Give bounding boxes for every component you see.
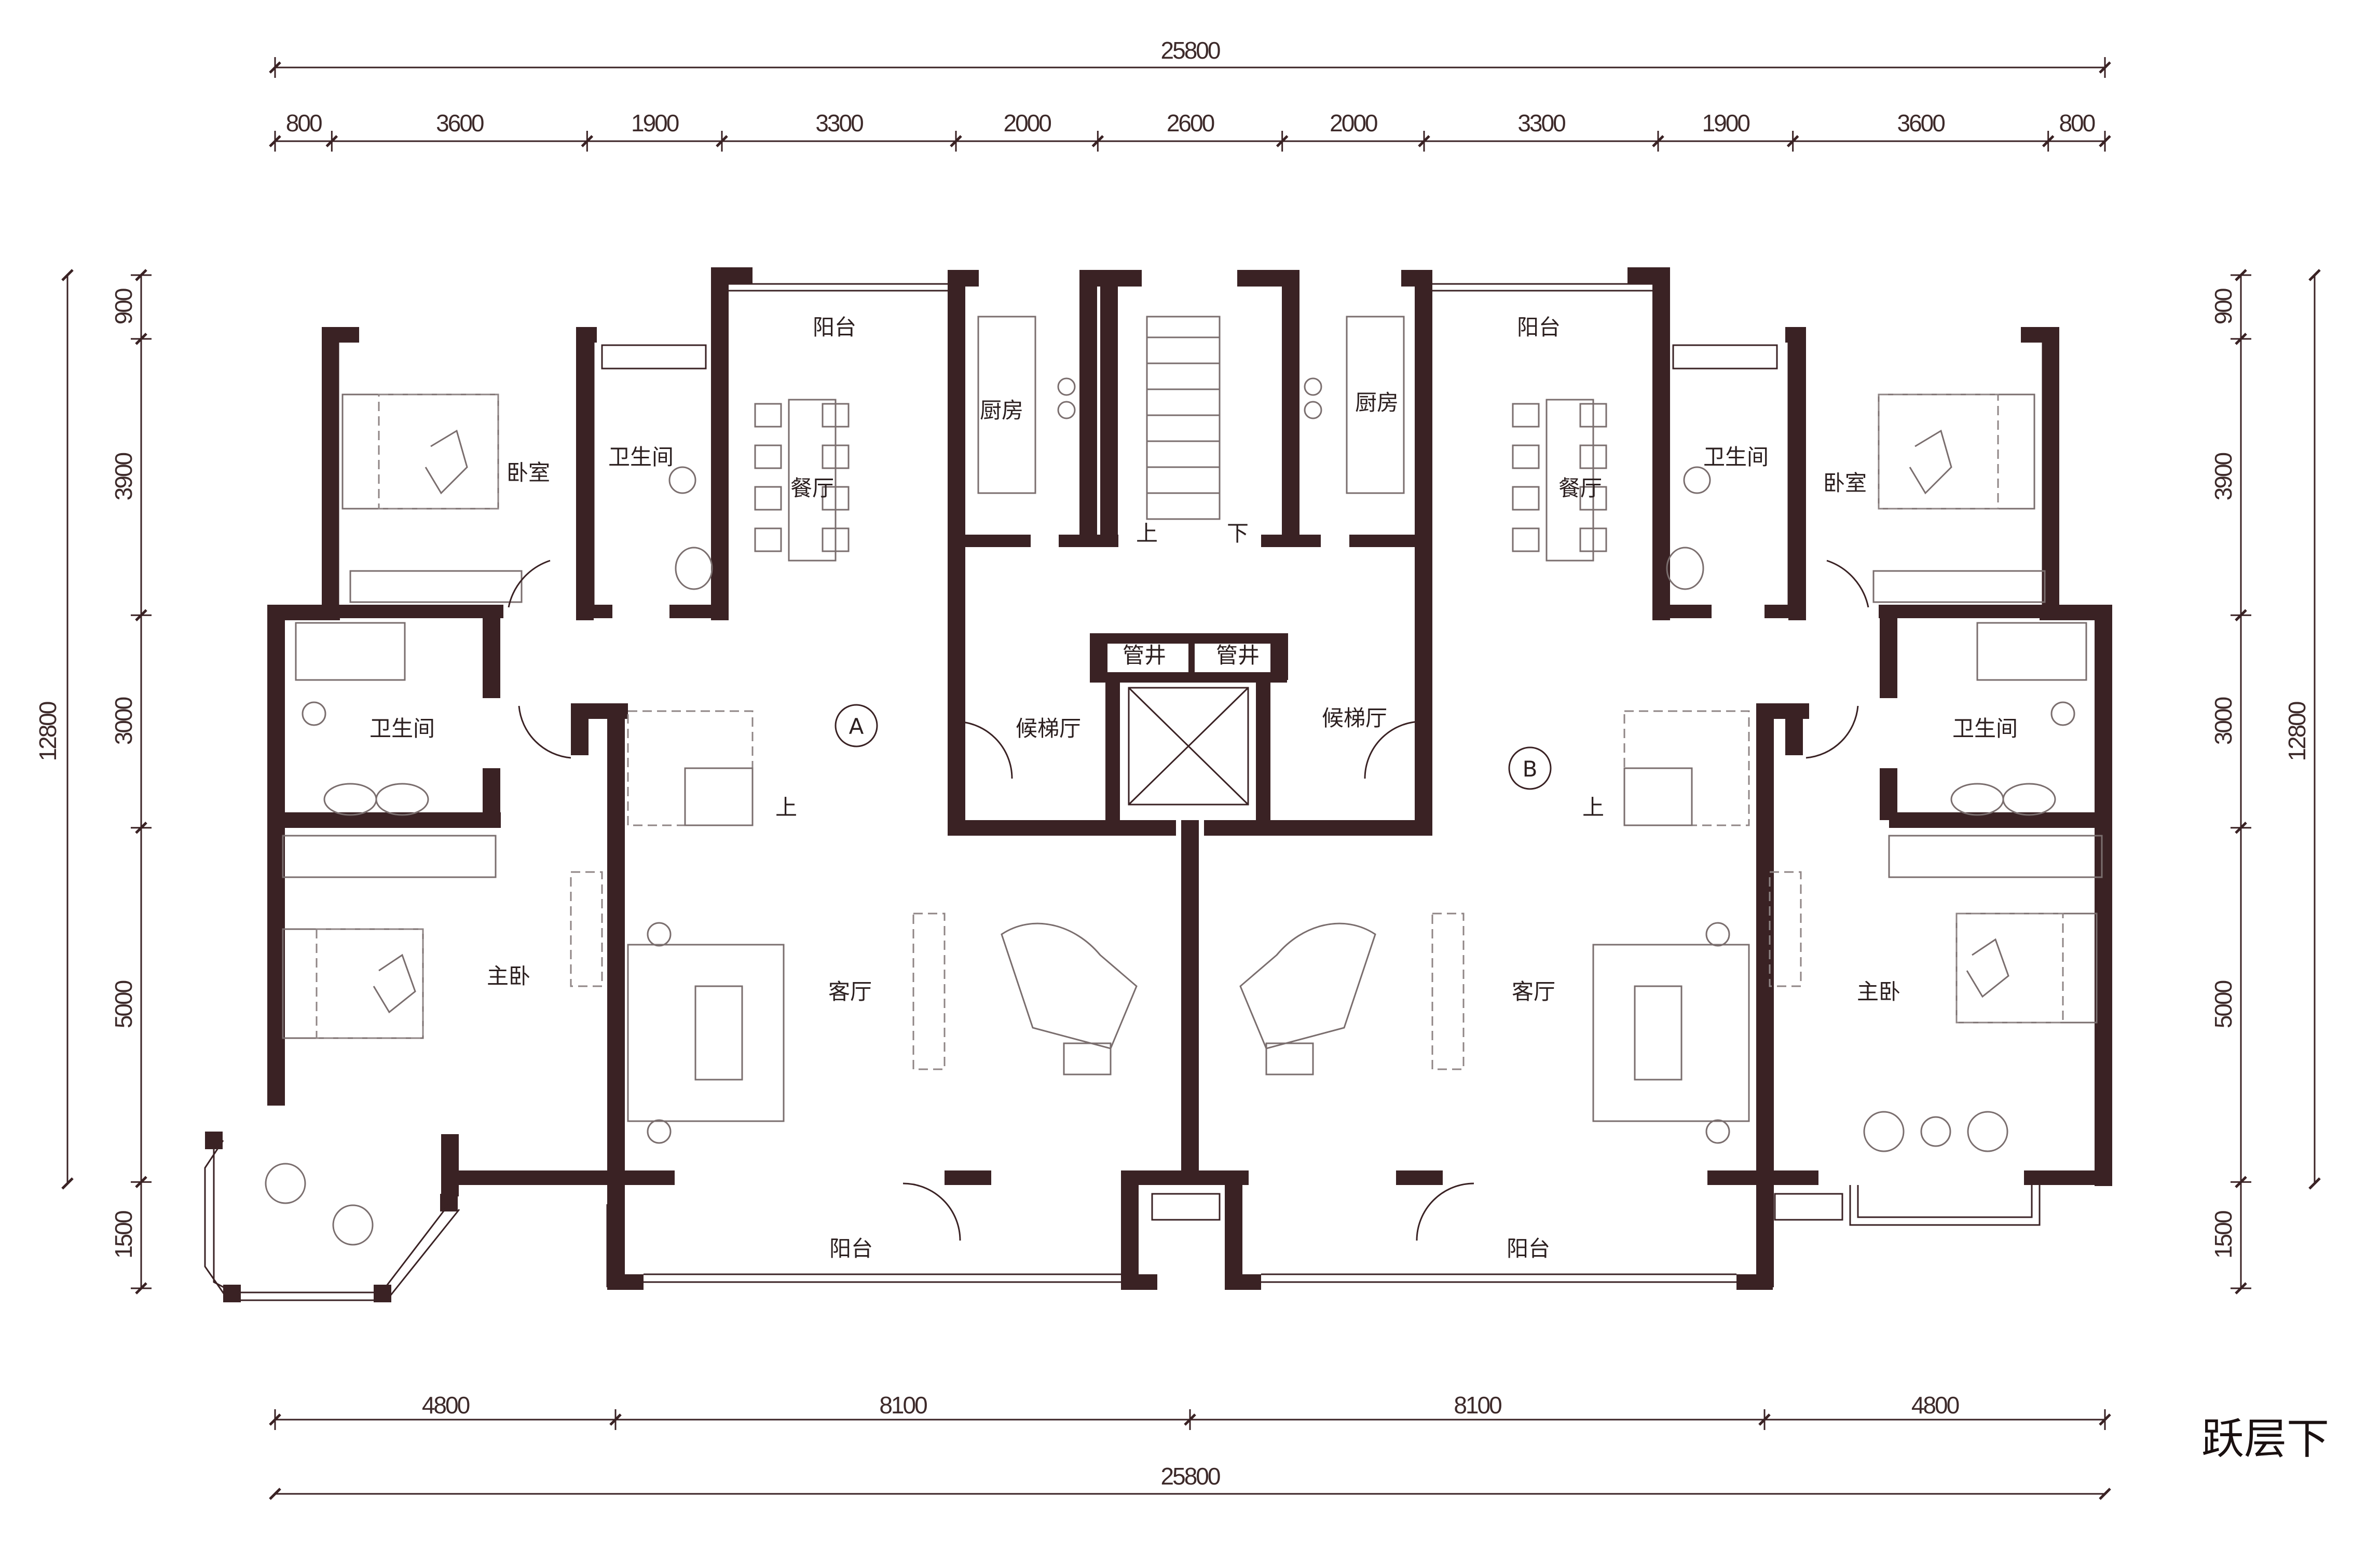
dining-chair	[1579, 403, 1607, 428]
room-balcony-left-bottom: 阳台	[829, 1236, 873, 1261]
dining-chair	[1512, 403, 1540, 428]
dining-chair	[1512, 444, 1540, 469]
room-bathroom-left-top: 卫生间	[608, 444, 674, 470]
top-dimension-segment-label: 2600	[1167, 110, 1214, 137]
top-dimension-segment-label: 3300	[1517, 110, 1565, 137]
room-kitchen-left: 厨房	[980, 398, 1023, 423]
right-dimension-segment-label: 1500	[2210, 1211, 2237, 1259]
unit-marker-b: B	[1508, 746, 1552, 790]
bottom-dimension-segment-label: 4800	[1911, 1392, 1959, 1419]
dining-chair	[822, 527, 850, 552]
dining-chair	[754, 444, 782, 469]
room-labels: 阳台 阳台 厨房 厨房 卧室 卧室 卫生间 卫生间 餐厅 餐厅 上 下 管井 管…	[370, 315, 2018, 1261]
walls	[205, 267, 2112, 1302]
dining-chair	[822, 403, 850, 428]
stair-down: 下	[1227, 521, 1249, 546]
room-balcony-right-top: 阳台	[1517, 315, 1561, 340]
top-dimension-segment-label: 1900	[631, 110, 679, 137]
right-total-dimension: 12800	[2283, 702, 2310, 761]
room-elevator-hall-right: 候梯厅	[1322, 705, 1387, 731]
top-dimension-segment-label: 2000	[1330, 110, 1377, 137]
room-bedroom-right: 卧室	[1823, 470, 1867, 496]
room-dining-left: 餐厅	[790, 475, 834, 501]
room-master-right: 主卧	[1857, 979, 1900, 1004]
dining-chair	[1579, 527, 1607, 552]
top-dimension-segment-label: 3300	[815, 110, 863, 137]
dining-chair	[754, 403, 782, 428]
dining-chair	[754, 527, 782, 552]
room-pipe-shaft-right: 管井	[1216, 643, 1260, 668]
room-balcony-right-bottom: 阳台	[1507, 1236, 1550, 1261]
right-dimension-segment-label: 3000	[2210, 697, 2237, 745]
dining-chair	[1579, 486, 1607, 511]
top-dimension-segment-label: 1900	[1702, 110, 1750, 137]
bottom-total-dimension: 25800	[1161, 1463, 1220, 1490]
top-dimension-segment-label: 3600	[436, 110, 484, 137]
room-dining-right: 餐厅	[1558, 475, 1602, 501]
dining-chair	[1512, 486, 1540, 511]
room-master-left: 主卧	[487, 963, 530, 989]
top-dimension-segment-label: 2000	[1003, 110, 1051, 137]
dining-chair	[822, 444, 850, 469]
unit-label-b: B	[1523, 756, 1538, 782]
unit-marker-a: A	[835, 704, 878, 747]
top-dimension-segment-label: 800	[2059, 110, 2095, 137]
bottom-dimension-segment-label: 8100	[1454, 1392, 1501, 1419]
room-bathroom-right-top: 卫生间	[1703, 444, 1769, 470]
bottom-dimension-segment-label: 4800	[422, 1392, 470, 1419]
room-bathroom-left-mid: 卫生间	[370, 716, 435, 741]
room-pipe-shaft-left: 管井	[1123, 643, 1166, 668]
right-dimension-segment-label: 3900	[2210, 453, 2237, 500]
dining-chair	[754, 486, 782, 511]
dining-chair	[1579, 444, 1607, 469]
bottom-dimension-lines	[269, 1409, 2111, 1500]
bottom-dimension-segment-label: 8100	[879, 1392, 927, 1419]
right-dimension-segment-label: 5000	[2210, 981, 2237, 1028]
stair-up: 上	[1136, 521, 1158, 546]
room-bathroom-right-mid: 卫生间	[1952, 716, 2018, 741]
left-dimension-segment-label: 3900	[110, 453, 137, 500]
room-living-right: 客厅	[1512, 979, 1555, 1004]
left-total-dimension: 12800	[34, 702, 61, 761]
top-dimension-lines	[269, 57, 2111, 152]
dining-chair	[1512, 527, 1540, 552]
right-dimension-segment-label: 900	[2210, 289, 2237, 324]
furniture	[265, 316, 2103, 1246]
left-dimension-lines	[61, 269, 152, 1295]
left-dimension-segment-label: 5000	[110, 981, 137, 1028]
stair-up-right: 上	[1582, 795, 1604, 820]
left-dimension-segment-label: 3000	[110, 697, 137, 745]
room-kitchen-right: 厨房	[1355, 390, 1399, 415]
dining-chair	[822, 486, 850, 511]
top-dimension-segment-label: 800	[286, 110, 322, 137]
left-dimension-segment-label: 900	[110, 289, 137, 324]
room-elevator-hall-left: 候梯厅	[1016, 716, 1081, 741]
right-dimension-lines	[2231, 269, 2321, 1295]
page-title: 跃层下	[2201, 1414, 2329, 1464]
room-balcony-left-top: 阳台	[813, 315, 856, 340]
top-total-dimension: 25800	[1161, 37, 1220, 64]
window-outlines	[204, 283, 2044, 1301]
top-dimension-segment-label: 3600	[1897, 110, 1945, 137]
room-bedroom-left: 卧室	[507, 460, 550, 485]
left-dimension-segment-label: 1500	[110, 1211, 137, 1259]
unit-label-a: A	[849, 714, 864, 739]
stair-up-left: 上	[775, 795, 797, 820]
room-living-left: 客厅	[828, 979, 872, 1004]
